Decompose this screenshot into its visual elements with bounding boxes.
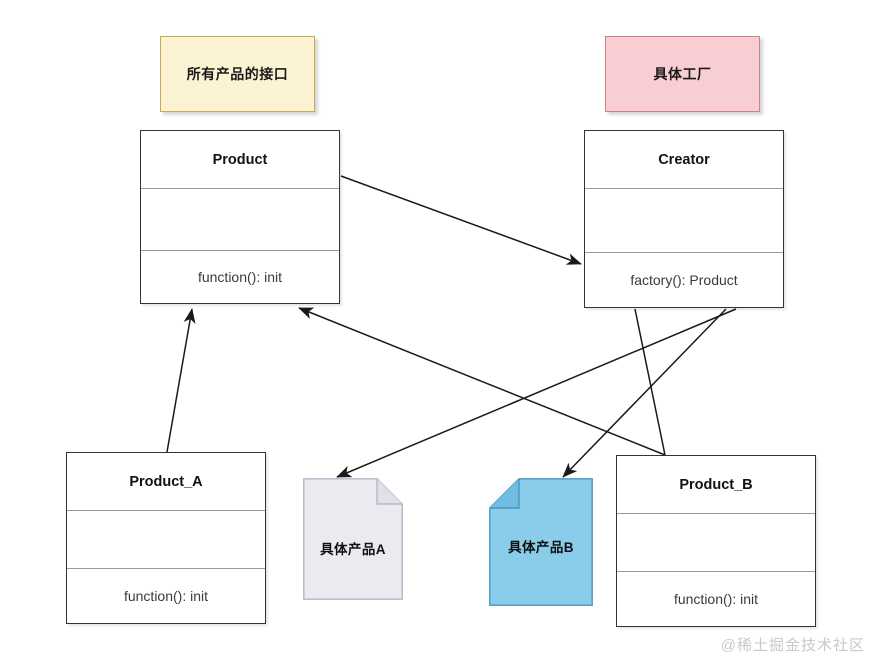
class-box-creator[interactable]: Creator factory(): Product — [584, 130, 784, 308]
class-product-a-operations-text: function(): init — [123, 588, 209, 604]
class-creator-operations-text: factory(): Product — [630, 272, 738, 288]
note-concrete-factory[interactable]: 具体工厂 — [605, 36, 760, 112]
connector-product-to-creator — [340, 175, 582, 265]
connector-creator-to-product-b — [634, 308, 666, 456]
doc-a-body — [303, 478, 403, 600]
class-creator-operations: factory(): Product — [585, 253, 783, 307]
class-product-a-title: Product_A — [67, 453, 265, 511]
class-product-name: Product — [212, 151, 268, 168]
document-concrete-product-a[interactable]: 具体产品A — [303, 478, 403, 600]
class-creator-attributes — [585, 189, 783, 253]
class-product-title: Product — [141, 131, 339, 189]
class-product-b-operations: function(): init — [617, 572, 815, 626]
note-product-interface[interactable]: 所有产品的接口 — [160, 36, 315, 112]
class-creator-name: Creator — [658, 151, 710, 168]
class-product-attributes — [141, 189, 339, 251]
class-product-operations: function(): init — [141, 251, 339, 303]
watermark: @稀土掘金技术社区 — [720, 637, 865, 654]
note-concrete-factory-label: 具体工厂 — [653, 66, 712, 82]
class-box-product-a[interactable]: Product_A function(): init — [66, 452, 266, 624]
connector-product-b-to-product — [298, 307, 666, 456]
connector-creator-to-doc-b — [562, 308, 727, 478]
document-concrete-product-b-label: 具体产品B — [508, 540, 574, 555]
class-creator-title: Creator — [585, 131, 783, 189]
class-product-b-attributes — [617, 514, 815, 572]
class-product-operations-text: function(): init — [197, 269, 283, 285]
class-product-a-attributes — [67, 511, 265, 569]
doc-b-body — [489, 478, 593, 606]
document-concrete-product-b[interactable]: 具体产品B — [489, 478, 593, 606]
class-product-b-name: Product_B — [679, 476, 753, 493]
connector-product-a-to-product — [166, 308, 196, 453]
class-box-product-b[interactable]: Product_B function(): init — [616, 455, 816, 627]
class-product-b-operations-text: function(): init — [673, 591, 759, 607]
class-box-product[interactable]: Product function(): init — [140, 130, 340, 304]
note-product-interface-label: 所有产品的接口 — [186, 66, 289, 82]
document-concrete-product-a-label: 具体产品A — [320, 542, 386, 557]
connector-creator-to-doc-a — [336, 308, 737, 478]
class-product-a-operations: function(): init — [67, 569, 265, 623]
class-product-a-name: Product_A — [129, 473, 203, 490]
class-product-b-title: Product_B — [617, 456, 815, 514]
